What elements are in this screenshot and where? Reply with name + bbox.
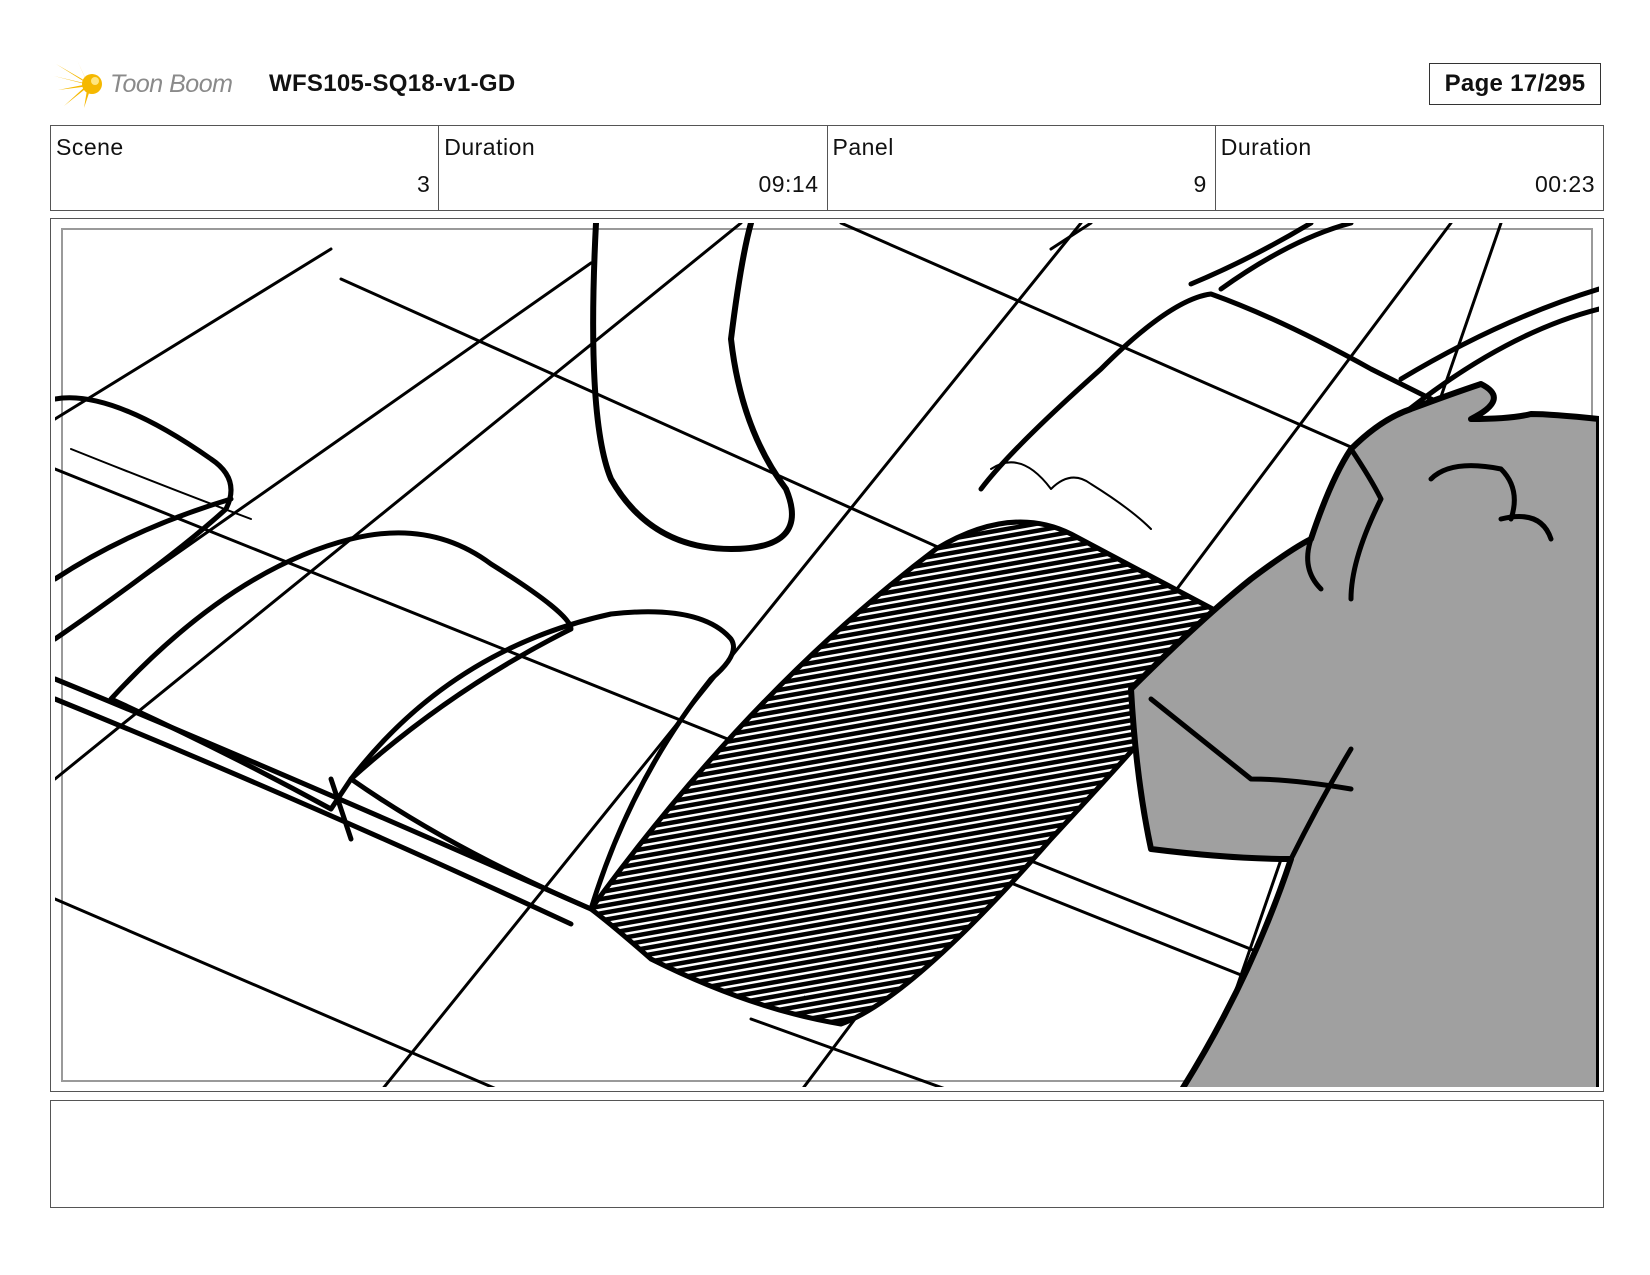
character-hand bbox=[1128, 381, 1599, 1087]
hand-details bbox=[1148, 446, 1554, 862]
document-title: WFS105-SQ18-v1-GD bbox=[269, 70, 516, 97]
scene-value: 3 bbox=[416, 171, 431, 197]
panel-duration-label: Duration bbox=[1220, 134, 1312, 160]
panel-value: 9 bbox=[1193, 171, 1207, 197]
panel-label: Panel bbox=[832, 134, 894, 160]
storyboard-sketch bbox=[55, 223, 1599, 1087]
panel-duration-cell: Duration 00:23 bbox=[1216, 126, 1603, 210]
page-header: Toon Boom WFS105-SQ18-v1-GD Page 17/295 bbox=[54, 56, 1604, 112]
scene-label: Scene bbox=[56, 134, 124, 160]
panel-notes-box bbox=[50, 1100, 1604, 1208]
scene-cell: Scene 3 bbox=[51, 126, 440, 210]
scene-duration-label: Duration bbox=[444, 134, 536, 160]
toon-boom-burst-icon bbox=[54, 62, 102, 108]
hanging-hose bbox=[590, 223, 795, 552]
page-label: Page bbox=[1444, 70, 1504, 97]
page-number: 17/295 bbox=[1510, 70, 1586, 97]
scene-duration-cell: Duration 09:14 bbox=[439, 126, 828, 210]
toon-boom-logo: Toon Boom bbox=[54, 60, 254, 110]
storyboard-panel bbox=[50, 218, 1604, 1092]
scene-duration-value: 09:14 bbox=[758, 171, 819, 197]
panel-duration-value: 00:23 bbox=[1534, 171, 1595, 197]
logo-text: Toon Boom bbox=[110, 70, 233, 98]
page-indicator: Page 17/295 bbox=[1429, 63, 1601, 105]
panel-cell: Panel 9 bbox=[828, 126, 1216, 210]
sketch-accents bbox=[70, 448, 1152, 530]
scene-info-table: Scene 3 Duration 09:14 Panel 9 Duration … bbox=[50, 125, 1604, 211]
